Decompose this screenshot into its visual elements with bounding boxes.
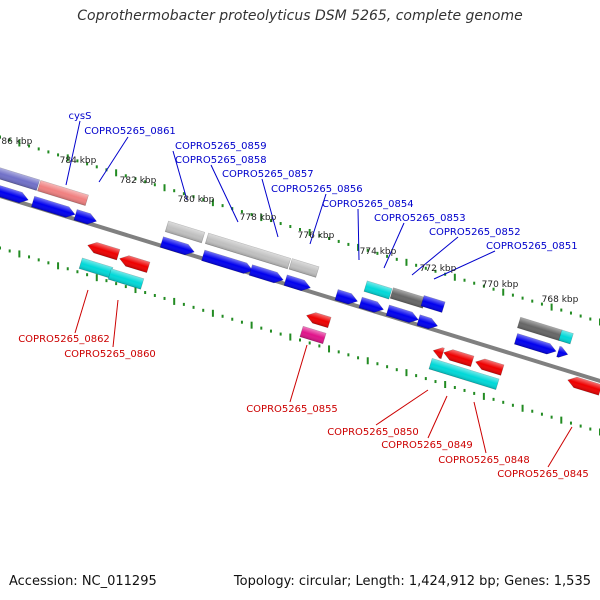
forward-gene-label: COPRO5265_0851 (486, 241, 578, 252)
gene-blue (334, 289, 359, 305)
gene-blue (283, 274, 311, 292)
gene-red (432, 347, 445, 360)
gene-red (443, 349, 475, 368)
label-leader-line (112, 299, 119, 348)
gene-red (306, 312, 332, 329)
label-leader-line (309, 193, 327, 245)
gene-blue (416, 314, 439, 330)
map-title: Coprothermobacter proteolyticus DSM 5265… (77, 8, 523, 24)
label-leader-line (375, 389, 429, 426)
gene-cyan (428, 358, 500, 390)
label-leader-line (172, 150, 188, 201)
label-leader-line (357, 208, 360, 261)
scale-label: 772 kbp (420, 264, 457, 274)
label-leader-line (289, 344, 308, 403)
forward-gene-label: COPRO5265_0853 (374, 213, 466, 224)
reverse-gene-label: COPRO5265_0848 (438, 455, 530, 466)
accession-text: Accession: NC_011295 (9, 574, 157, 589)
topology-text: Topology: circular; Length: 1,424,912 bp… (233, 574, 591, 589)
scale-label: 780 kbp (178, 195, 215, 205)
forward-gene-label: COPRO5265_0857 (222, 169, 314, 180)
gene-gray (288, 258, 320, 278)
gene-blue (30, 195, 76, 218)
gene-blue (0, 184, 29, 204)
label-leader-line (411, 236, 459, 276)
gene-blue (248, 264, 284, 284)
gene-blue (385, 304, 419, 323)
gene-cyan (107, 268, 145, 290)
gene-red (119, 255, 151, 274)
forward-gene-label: COPRO5265_0861 (84, 126, 176, 137)
label-leader-line (210, 164, 239, 223)
reverse-gene-label: COPRO5265_0862 (18, 334, 110, 345)
scale-label: 784 kbp (60, 156, 97, 166)
scale-label: 782 kbp (120, 176, 157, 186)
gene-pink (37, 180, 89, 206)
gene-gray (164, 220, 206, 244)
gene-purple (0, 167, 41, 191)
label-leader-line (547, 426, 573, 468)
forward-gene-label: COPRO5265_0852 (429, 227, 521, 238)
forward-gene-label: COPRO5265_0859 (175, 141, 267, 152)
gene-blue (358, 296, 384, 313)
label-leader-line (427, 395, 448, 439)
label-leader-line (433, 250, 496, 280)
forward-gene-label: cysS (69, 111, 92, 122)
gene-darkgray (389, 287, 427, 309)
scale-label: 770 kbp (482, 280, 519, 290)
label-leader-line (261, 178, 279, 238)
gene-red (567, 376, 600, 396)
reverse-gene-label: COPRO5265_0855 (246, 404, 338, 415)
gene-red (475, 358, 505, 376)
forward-gene-label: COPRO5265_0854 (322, 199, 414, 210)
scale-label: 786 kbp (0, 137, 33, 147)
scale-label: 768 kbp (542, 295, 579, 305)
scale-label: 776 kbp (298, 231, 335, 241)
gene-blue (420, 295, 446, 313)
gene-cyan (363, 280, 393, 300)
gene-blue (201, 249, 254, 274)
gene-cyan (558, 329, 574, 345)
gene-red (87, 242, 121, 261)
reverse-gene-label: COPRO5265_0845 (497, 469, 589, 480)
gene-blue (556, 345, 569, 358)
label-leader-line (383, 222, 405, 269)
gene-blue (73, 209, 98, 225)
forward-gene-label: COPRO5265_0858 (175, 155, 267, 166)
reverse-gene-label: COPRO5265_0849 (381, 440, 473, 451)
reverse-gene-label: COPRO5265_0850 (327, 427, 419, 438)
gene-blue (513, 333, 557, 355)
label-leader-line (473, 401, 487, 454)
gene-blue (159, 236, 195, 256)
label-leader-line (98, 136, 129, 183)
scale-label: 778 kbp (240, 213, 277, 223)
label-leader-line (65, 120, 81, 186)
reverse-gene-label: COPRO5265_0860 (64, 349, 156, 360)
scale-label: 774 kbp (360, 247, 397, 257)
label-leader-line (74, 289, 89, 334)
gene-gray (204, 232, 292, 270)
gene-magenta (299, 325, 327, 345)
forward-gene-label: COPRO5265_0856 (271, 184, 363, 195)
